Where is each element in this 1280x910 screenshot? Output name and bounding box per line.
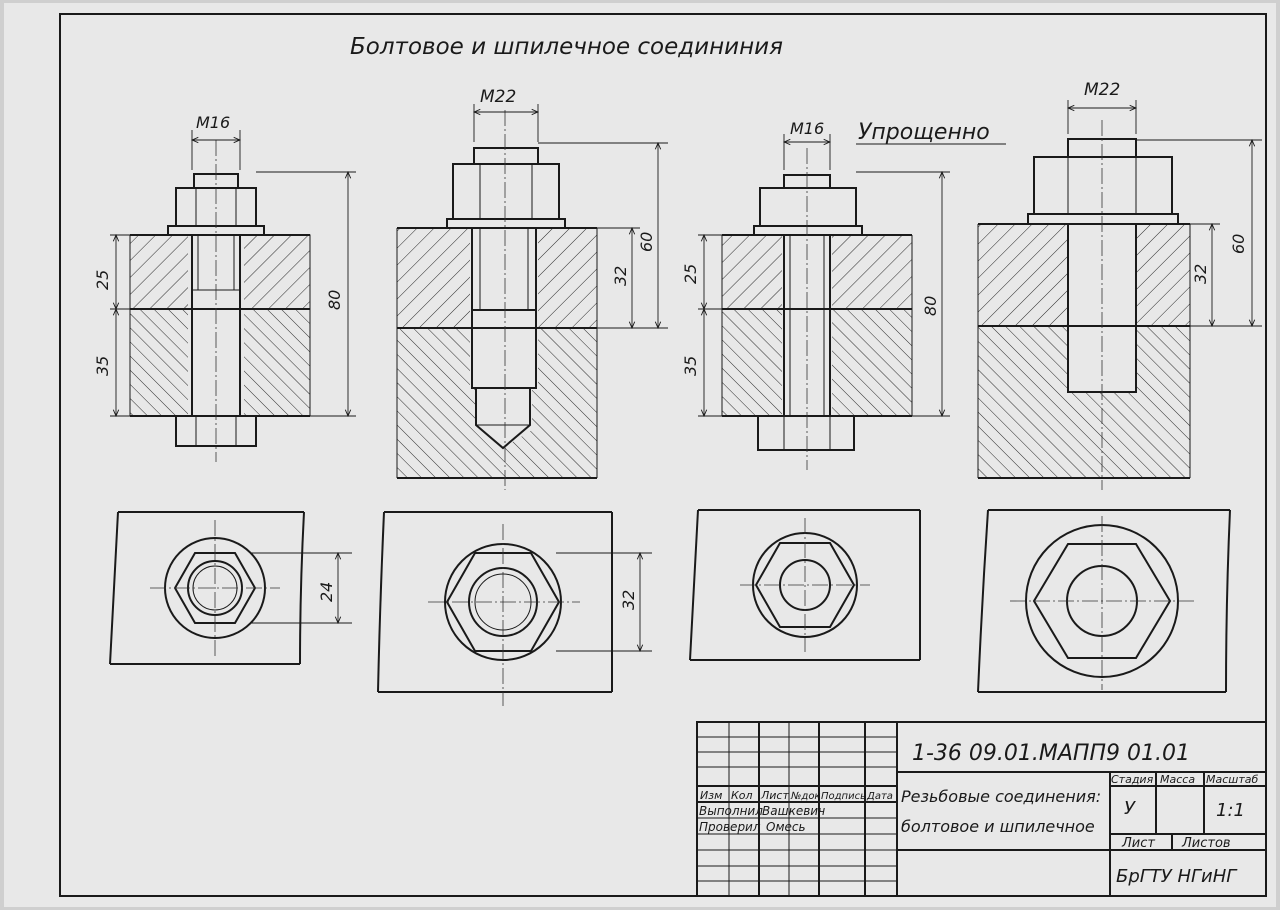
bolt-dim-35: 35 [93,356,112,376]
view-stud-detailed: М22 32 60 [396,87,668,490]
bolt-thread-label: М16 [196,113,230,132]
simplified-label: Упрощенно [858,120,990,145]
stage-value: У [1124,798,1136,819]
title-block: 1-36 09.01.МАПП9 01.01 Изм Кол Лист №док… [696,721,1267,897]
stud-dim-60: 60 [637,232,656,252]
sheets-label: Листов [1181,836,1231,851]
role-performed: Выполнил [699,804,763,818]
stud-simplified-dim-60: 60 [1229,234,1248,254]
bolt-simplified-dim-80: 80 [921,296,940,316]
bolt-dim-80: 80 [325,290,344,310]
bolt-simplified-dim-35: 35 [681,356,700,376]
view-bolt-simplified: М16 25 35 80 [681,119,950,470]
bolt-simplified-dim-25: 25 [681,264,700,284]
stud-thread-label: М22 [480,87,516,107]
header-ndok: №док [790,791,820,802]
frame [59,13,1267,897]
header-list: Лист [760,789,789,802]
view-stud-simplified: М22 32 60 [977,80,1262,490]
mass-label: Масса [1160,773,1195,786]
designation: 1-36 09.01.МАПП9 01.01 [912,741,1190,766]
sheet-title: Болтовое и шпилечное соедининия [350,34,783,60]
doc-title-line1: Резьбовые соединения: [901,787,1101,806]
top-view-stud: 32 [377,511,652,706]
name-checked: Омесь [766,820,806,834]
header-podpis: Подпись [821,791,866,802]
bolt-simplified-thread-label: М16 [790,119,824,138]
bolt-dim-25: 25 [93,270,112,290]
organization: БрГТУ НГиНГ [1116,866,1238,887]
stud-dim-32: 32 [611,266,630,286]
top-view-stud-simplified [977,509,1231,693]
bolt-top-dim-24: 24 [317,582,336,602]
role-checked: Проверил [699,820,761,834]
header-data: Дата [866,791,893,802]
stud-simplified-dim-32: 32 [1191,264,1210,284]
stud-simplified-thread-label: М22 [1084,80,1120,100]
top-view-bolt: 24 [109,511,352,665]
scale-label: Масштаб [1206,773,1258,786]
scale-value: 1:1 [1216,800,1245,821]
sheet-label: Лист [1121,836,1155,851]
stud-top-dim-32: 32 [619,590,638,610]
view-bolt-detailed: М16 25 35 80 [93,113,356,462]
header-kol: Кол [731,789,753,802]
doc-title-line2: болтовое и шпилечное [901,817,1095,836]
name-performed: Вашкевич [762,804,825,818]
stage-label: Стадия [1111,773,1154,786]
header-izm: Изм [700,789,722,802]
top-view-bolt-simplified [689,509,921,661]
